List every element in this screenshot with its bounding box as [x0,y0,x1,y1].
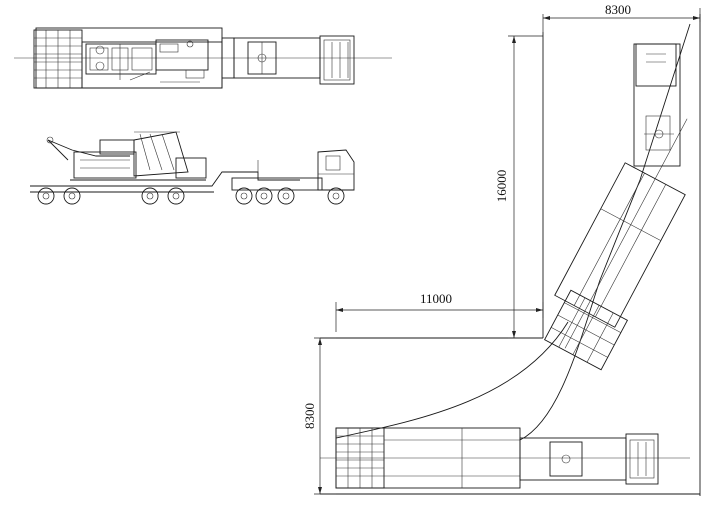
top-width-label: 8300 [605,2,631,17]
inner-swept-arc [335,321,569,439]
trailer-wheels [37,187,185,205]
tractor-plan [233,35,355,85]
crane-body-plan [85,39,209,83]
bottom-width-label: 8300 [302,403,317,429]
dimension-horizontal-length: 11000 [335,291,544,332]
vertical-length-label: 16000 [494,170,509,203]
rear-counterweight-blocks [33,29,83,89]
turning-path [320,14,701,496]
ballast-diagonal [543,289,629,371]
horizontal-length-label: 11000 [420,291,452,306]
dimension-bottom-width: 8300 [302,337,336,495]
tractor-top [633,43,681,167]
dimension-vertical-length: 16000 [494,35,543,339]
dimension-top-width: 8300 [542,2,701,32]
tractor-bottom [519,433,659,485]
vehicle-plan-view [14,27,392,89]
vehicle-side-view [30,131,355,205]
crane-side [46,131,207,181]
trailer-diagonal [554,118,688,349]
tractor-side [231,149,355,205]
outer-swept-line [519,23,691,441]
